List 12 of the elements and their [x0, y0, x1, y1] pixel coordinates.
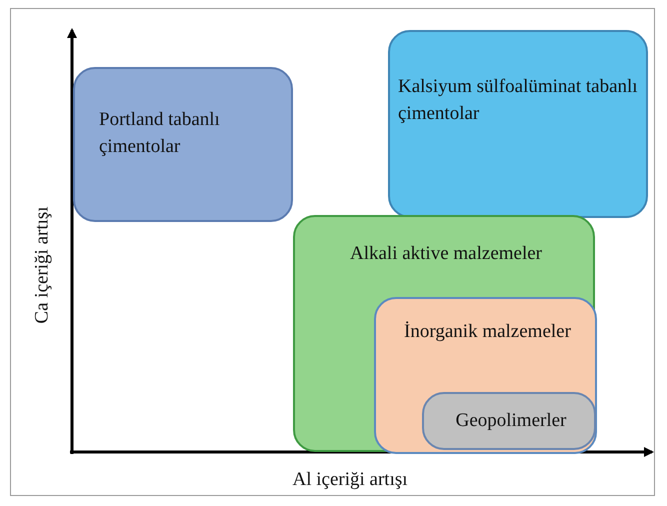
- box-label: Kalsiyum sülfoalüminat tabanlı çimentolar: [398, 75, 639, 126]
- rounded-box: [73, 67, 293, 222]
- rounded-box: [293, 215, 595, 452]
- y-axis-label: Ca içeriği artışı: [31, 206, 54, 324]
- x-axis-label: Al içeriği artışı: [292, 469, 408, 491]
- rounded-box: [388, 30, 648, 218]
- box-label: Portland tabanlı çimentolar: [99, 108, 221, 159]
- box-label: Geopolimerler: [454, 409, 568, 433]
- rounded-box: [374, 297, 597, 454]
- box-label: Alkali aktive malzemeler: [348, 242, 544, 266]
- box-label: İnorganik malzemeler: [403, 320, 572, 344]
- rounded-box: [422, 392, 596, 450]
